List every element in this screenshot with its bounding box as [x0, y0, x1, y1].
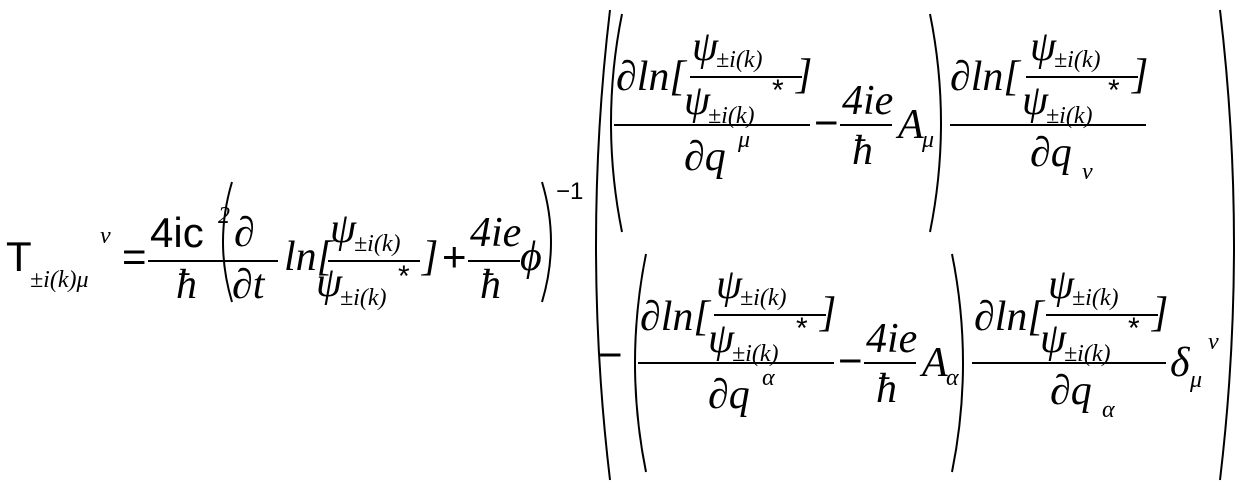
term2-second-psi-numerator: ψ	[1048, 262, 1075, 308]
inverse-factor-right-paren	[541, 181, 552, 303]
complex-conjugate-star: *	[398, 260, 410, 293]
term2-conjugate-star: *	[796, 312, 808, 345]
term2-second-psi-ratio-bar	[1046, 314, 1158, 316]
term1-psi-numerator: ψ	[692, 24, 719, 70]
phi-coefficient-bar	[468, 260, 520, 262]
term2-fraction-bar-1	[638, 362, 834, 364]
term1-denominator-1-superscript: μ	[738, 127, 751, 153]
term1-second-ln-open: ∂ln[	[950, 54, 1020, 100]
term2-denominator-2: ∂q	[1050, 368, 1092, 414]
term1-second-ln-close: ]	[1132, 52, 1149, 98]
term2-coefficient-numerator: 4ie	[866, 316, 918, 362]
term2-ln-open: ∂ln[	[640, 294, 710, 340]
term1-second-psi-numerator: ψ	[1030, 24, 1057, 70]
ln-close: ]	[422, 234, 439, 280]
kronecker-delta-subscript: μ	[1190, 367, 1203, 393]
term2-psi-denominator: ψ	[708, 316, 735, 362]
inverse-factor-left-paren	[222, 181, 233, 303]
phi-coefficient-numerator: 4ie	[470, 210, 522, 256]
term2-denominator-2-subscript: α	[1102, 397, 1115, 423]
term2-denominator-1-superscript: α	[762, 365, 775, 391]
term1-denominator-2-subscript: ν	[1082, 159, 1093, 185]
term1-conjugate-star: *	[772, 74, 784, 107]
term1-fraction-bar-2	[950, 124, 1146, 126]
ln-open: ln[	[284, 234, 334, 280]
term2-fraction-bar-2	[972, 362, 1166, 364]
term1-minus: −	[814, 99, 839, 146]
term1-A-subscript: μ	[922, 127, 935, 153]
term2-psi-numerator: ψ	[716, 262, 743, 308]
term1-ln-open: ∂ln[	[616, 54, 686, 100]
term2-psi-numerator-subscript: ±i(k)	[740, 285, 787, 311]
term2-ln-close: ]	[820, 290, 837, 336]
term1-second-psi-numerator-subscript: ±i(k)	[1054, 47, 1101, 73]
term2-psi-ratio-bar	[714, 314, 826, 316]
term1-right-paren	[929, 13, 942, 233]
prefactor-denominator: ħ	[176, 262, 197, 308]
term1-second-conjugate-star: *	[1108, 74, 1120, 107]
inverse-power: −1	[556, 178, 584, 205]
prefactor-numerator: 4ic	[150, 209, 204, 256]
plus-sign: +	[442, 233, 467, 280]
term2-right-paren	[951, 253, 964, 473]
term1-second-psi-ratio-bar	[1026, 76, 1138, 78]
term1-coefficient-denominator: ħ	[852, 128, 873, 174]
phi-coefficient-denominator: ħ	[480, 262, 501, 308]
term2-A-subscript: α	[946, 365, 959, 391]
term2-second-conjugate-star: *	[1128, 312, 1140, 345]
term1-psi-ratio-bar	[690, 76, 802, 78]
psi-ratio-bar	[328, 260, 420, 262]
term1-second-psi-denominator: ψ	[1022, 78, 1049, 124]
partial-derivative-denominator: ∂t	[232, 262, 265, 308]
term2-coefficient-bar	[864, 362, 916, 364]
equals-sign: =	[122, 233, 147, 280]
term1-denominator-2: ∂q	[1030, 130, 1072, 176]
term1-psi-numerator-subscript: ±i(k)	[716, 47, 763, 73]
lhs-subscript: ±i(k)μ	[30, 267, 89, 293]
term2-second-psi-numerator-subscript: ±i(k)	[1072, 285, 1119, 311]
term1-ln-close: ]	[796, 52, 813, 98]
term1-A: A	[898, 102, 924, 148]
psi-denominator-subscript: ±i(k)	[340, 285, 387, 311]
partial-derivative-numerator: ∂	[234, 210, 255, 256]
term1-psi-denominator: ψ	[684, 78, 711, 124]
term2-A: A	[922, 340, 948, 386]
psi-denominator: ψ	[316, 260, 343, 306]
term2-minus: −	[838, 337, 863, 384]
term2-denominator-1: ∂q	[708, 372, 750, 418]
term2-coefficient-denominator: ħ	[876, 366, 897, 412]
kronecker-delta: δ	[1170, 340, 1190, 386]
term1-coefficient-bar	[840, 124, 892, 126]
outer-left-paren	[595, 9, 611, 481]
term2-second-ln-close: ]	[1152, 290, 1169, 336]
term2-second-psi-denominator: ψ	[1040, 316, 1067, 362]
term2-lead-minus: −	[598, 331, 623, 378]
term2-left-paren	[634, 253, 647, 473]
term1-left-paren	[610, 13, 623, 233]
lhs-superscript: ν	[100, 223, 111, 249]
outer-right-paren	[1219, 9, 1235, 481]
lhs-symbol: T	[6, 233, 32, 280]
term1-fraction-bar-1	[614, 124, 810, 126]
term1-denominator-1: ∂q	[684, 134, 726, 180]
psi-numerator: ψ	[330, 206, 357, 252]
psi-numerator-subscript: ±i(k)	[354, 231, 401, 257]
term2-second-ln-open: ∂ln[	[974, 294, 1044, 340]
prefactor-fraction-bar	[148, 260, 238, 262]
kronecker-delta-superscript: ν	[1208, 329, 1219, 355]
term1-coefficient-numerator: 4ie	[842, 78, 894, 124]
partial-derivative-bar	[232, 260, 278, 262]
phi-symbol: ϕ	[520, 234, 542, 280]
